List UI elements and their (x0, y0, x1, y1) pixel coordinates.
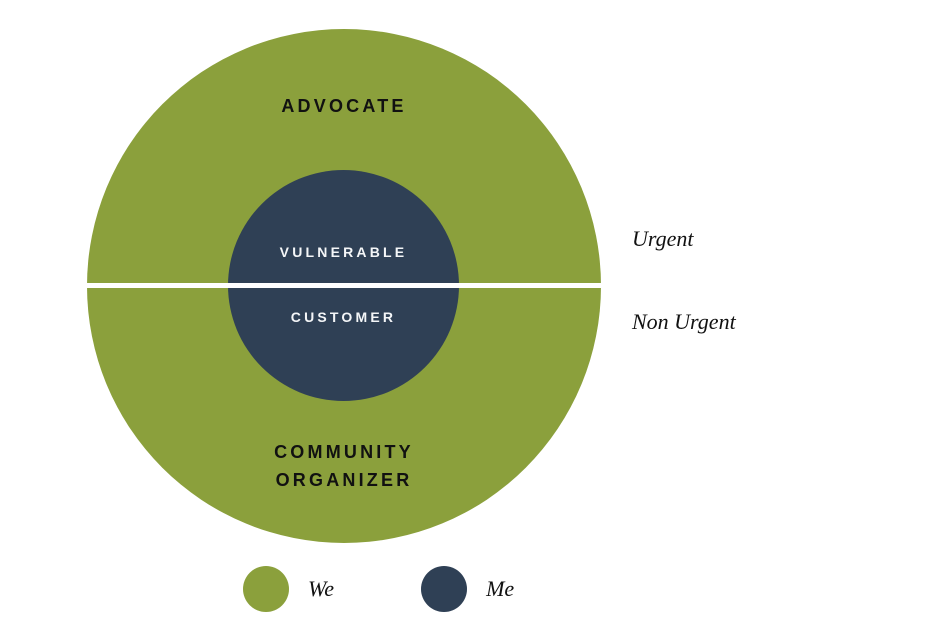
segment-label-community-organizer: COMMUNITY ORGANIZER (274, 442, 414, 490)
urgency-divider-line (87, 283, 601, 288)
legend-item-we: We (243, 566, 334, 612)
legend-item-me: Me (421, 566, 514, 612)
segment-label-vulnerable: VULNERABLE (279, 244, 408, 260)
segment-label-customer: CUSTOMER (290, 309, 397, 325)
legend-label-me: Me (486, 576, 515, 601)
axis-label-urgent: Urgent (632, 226, 694, 251)
legend-swatch-me-icon (421, 566, 468, 612)
legend-swatch-we-icon (243, 566, 289, 612)
segment-label-advocate: ADVOCATE (281, 96, 407, 116)
legend-label-we: We (308, 576, 335, 601)
legend: We Me (243, 563, 514, 615)
axis-label-non-urgent: Non Urgent (632, 309, 736, 334)
